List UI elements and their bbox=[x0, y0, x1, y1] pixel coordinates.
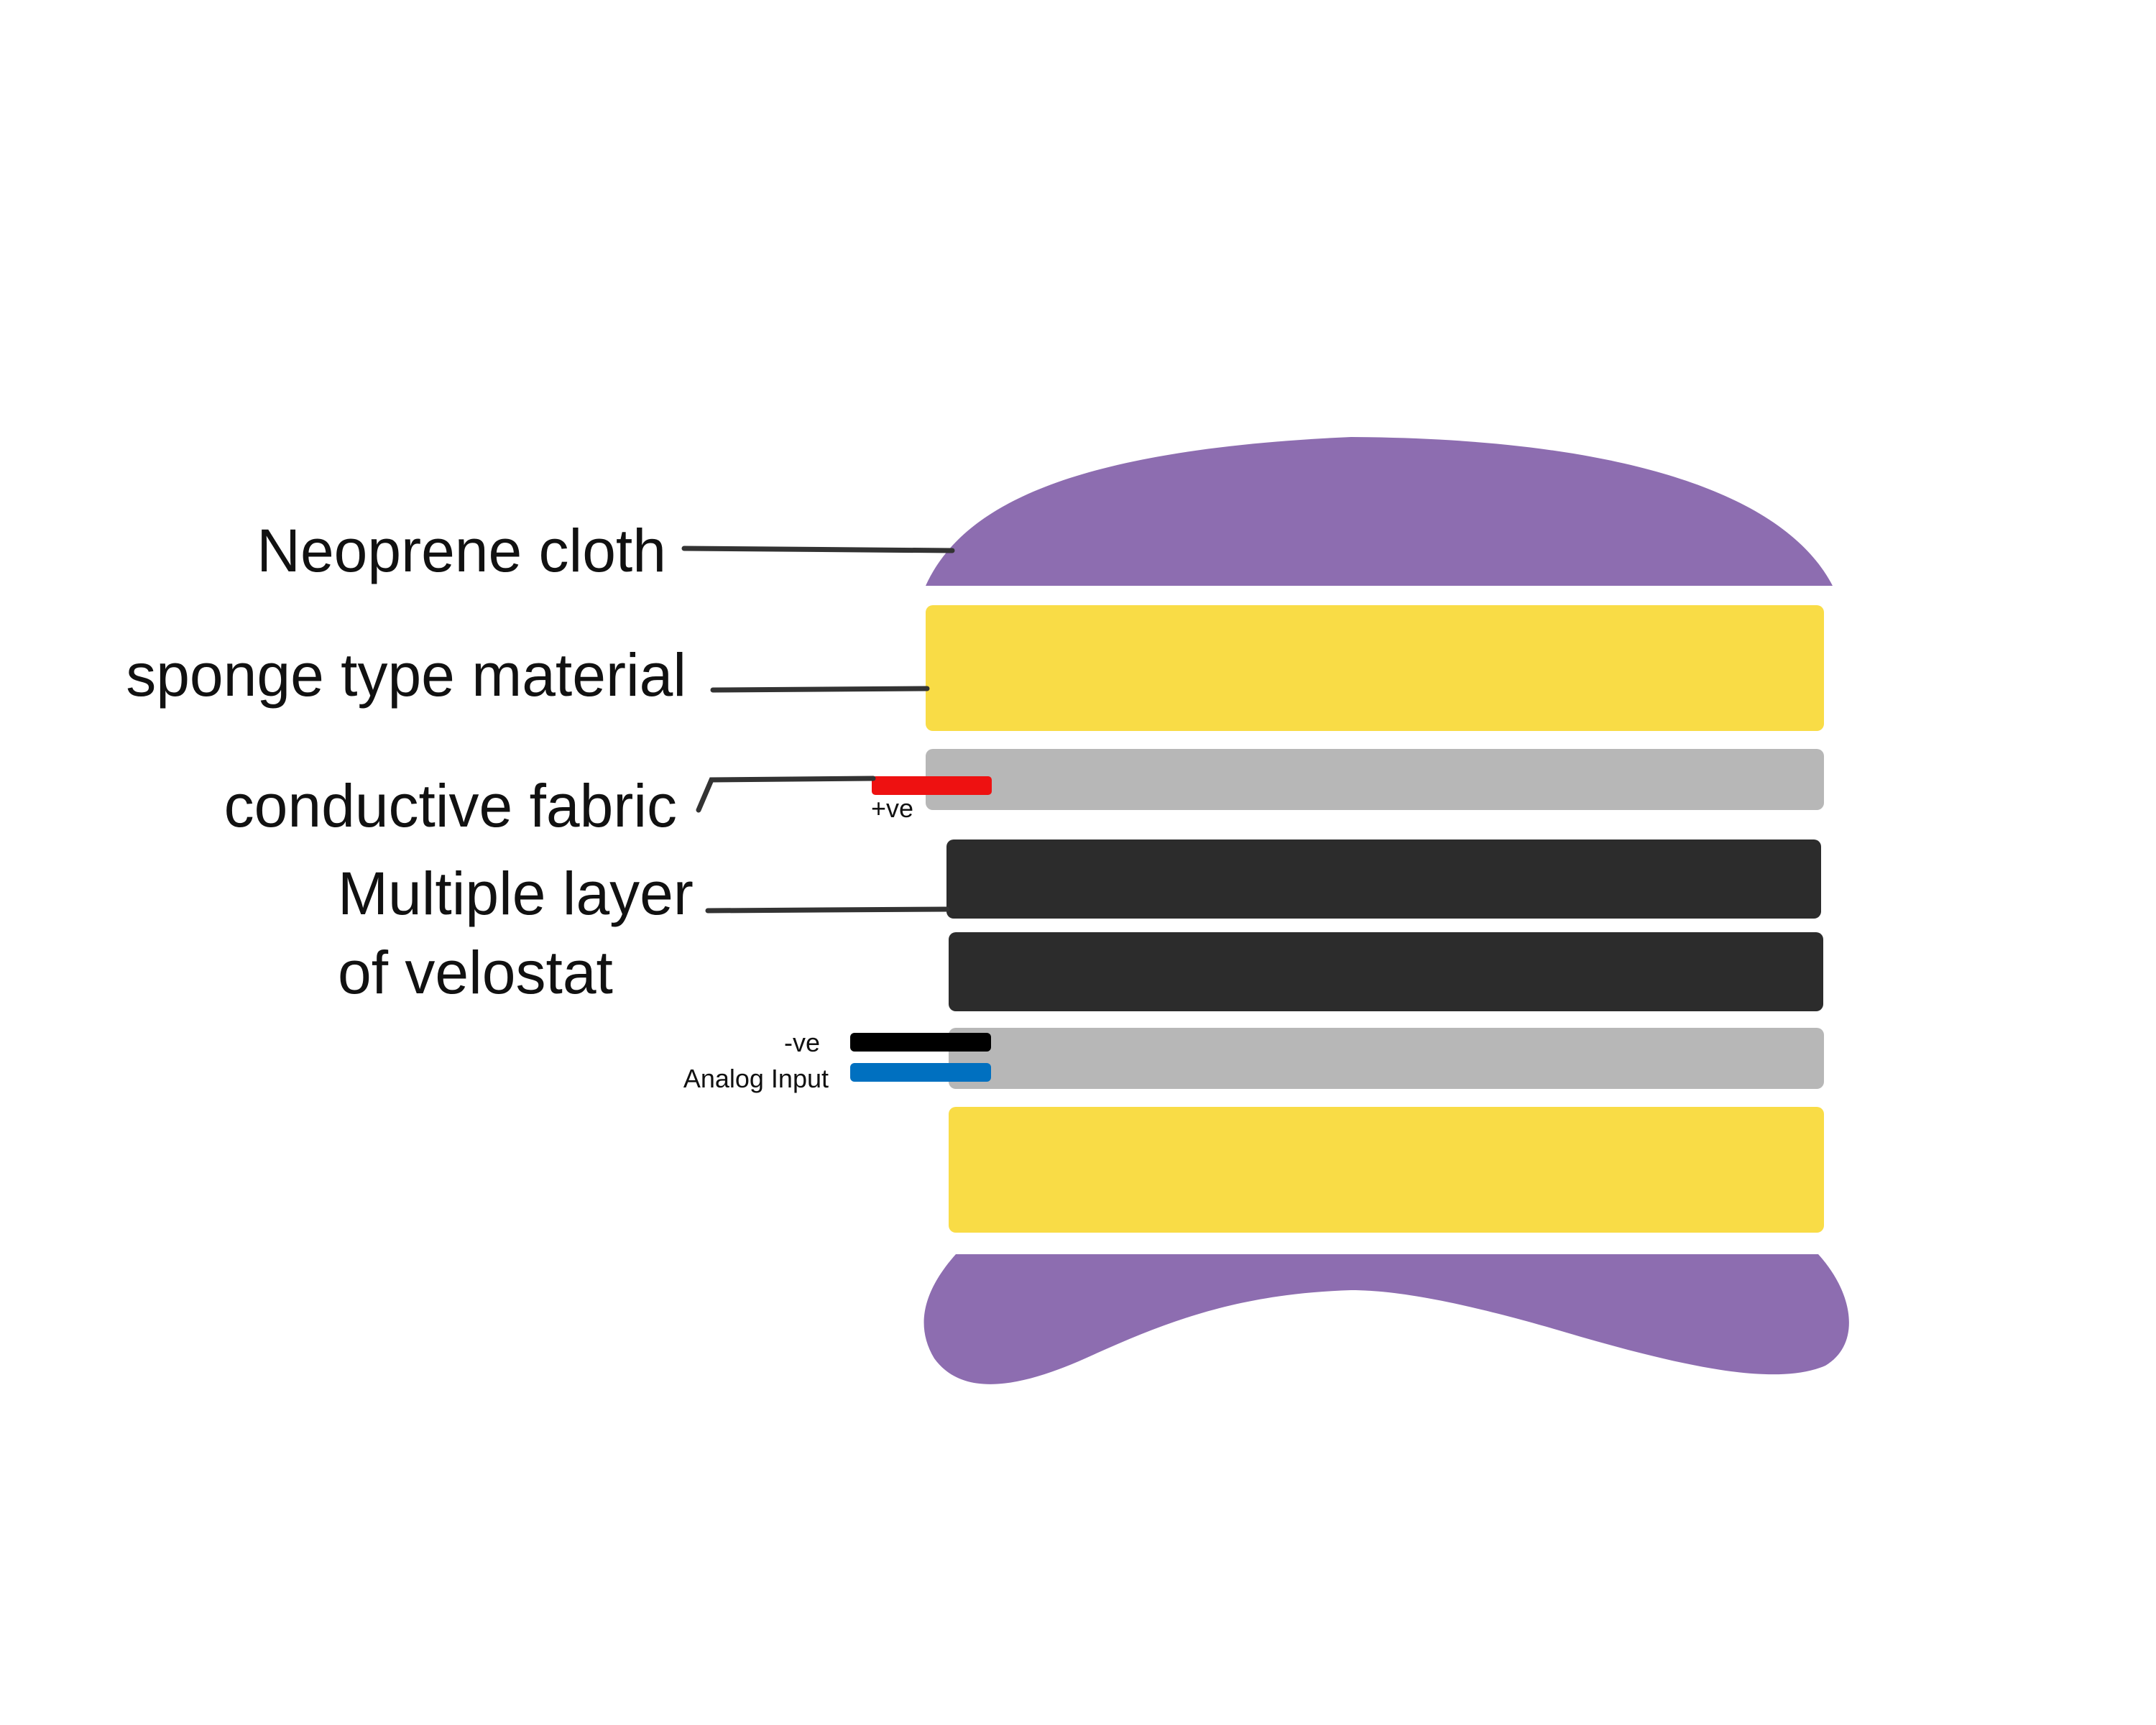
conductive-fabric-top bbox=[926, 749, 1824, 810]
sponge-leader-line bbox=[710, 686, 930, 693]
negative-label: -ve bbox=[784, 1028, 820, 1057]
sponge-layer-bottom bbox=[949, 1107, 1824, 1233]
analog-input-wire bbox=[850, 1063, 991, 1082]
conductive-fabric-bottom bbox=[949, 1028, 1824, 1089]
neoprene-bottom-layer bbox=[923, 1254, 1849, 1384]
velostat-layer-2 bbox=[949, 932, 1823, 1011]
sponge-material-label: sponge type material bbox=[126, 641, 686, 709]
positive-wire bbox=[872, 776, 992, 795]
negative-wire bbox=[850, 1033, 991, 1052]
neoprene-cloth-label: Neoprene cloth bbox=[257, 517, 666, 584]
leader-lines bbox=[681, 546, 955, 914]
positive-label: +ve bbox=[871, 794, 913, 823]
sponge-layer-top bbox=[926, 605, 1824, 731]
velostat-layer-1 bbox=[946, 840, 1821, 919]
analog-input-label: Analog Input bbox=[683, 1064, 829, 1093]
neoprene-leader-line bbox=[681, 546, 955, 553]
velostat-label-line1: Multiple layer bbox=[338, 860, 694, 927]
conductive-leader-line bbox=[696, 776, 876, 813]
velostat-leader-line bbox=[705, 906, 950, 914]
velostat-label-line2: of velostat bbox=[338, 939, 613, 1006]
neoprene-top-layer bbox=[926, 437, 1833, 586]
conductive-fabric-label: conductive fabric bbox=[224, 772, 677, 840]
